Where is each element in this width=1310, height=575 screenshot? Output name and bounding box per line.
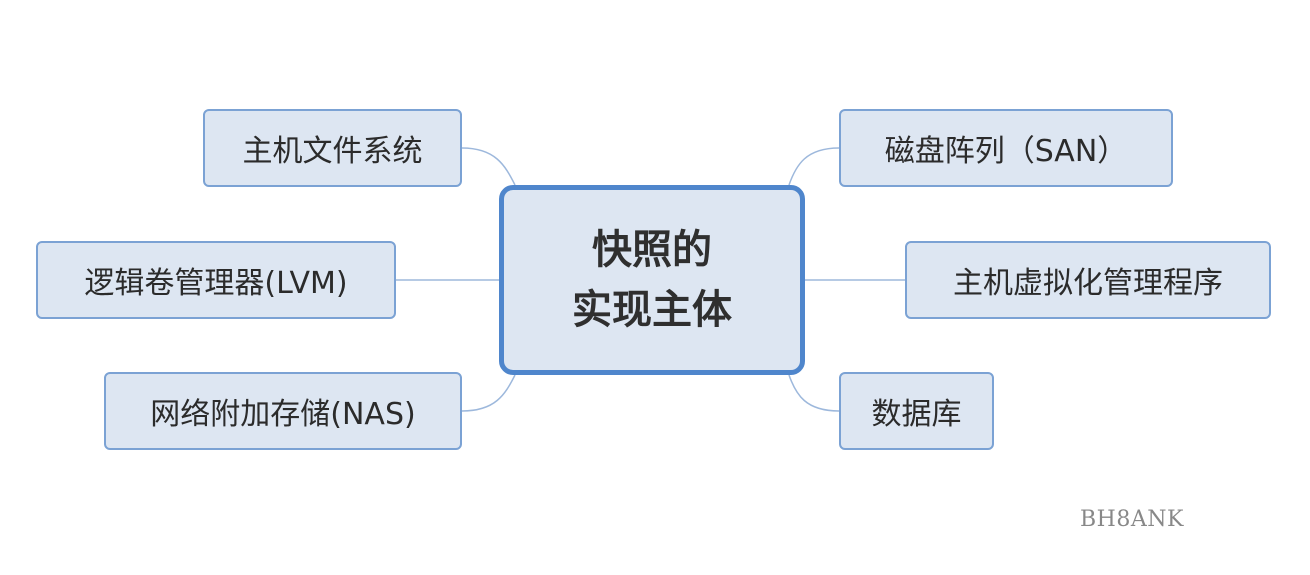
- watermark-text: BH8ANK: [1080, 507, 1184, 532]
- center-topic-line1: 快照的: [592, 227, 712, 273]
- node-logical-volume-manager[interactable]: 逻辑卷管理器(LVM): [36, 241, 396, 319]
- connector-left-bottom: [461, 374, 516, 412]
- connector-right-top: [788, 147, 840, 186]
- connector-left-top: [461, 147, 516, 186]
- node-database[interactable]: 数据库: [839, 372, 994, 450]
- center-topic-node[interactable]: 快照的 实现主体: [499, 185, 805, 375]
- node-host-hypervisor[interactable]: 主机虚拟化管理程序: [905, 241, 1271, 319]
- node-host-file-system[interactable]: 主机文件系统: [203, 109, 462, 187]
- node-disk-array-san[interactable]: 磁盘阵列（SAN）: [839, 109, 1173, 187]
- connector-right-bottom: [788, 374, 840, 412]
- node-network-attached-storage[interactable]: 网络附加存储(NAS): [104, 372, 462, 450]
- center-topic-line2: 实现主体: [572, 287, 732, 333]
